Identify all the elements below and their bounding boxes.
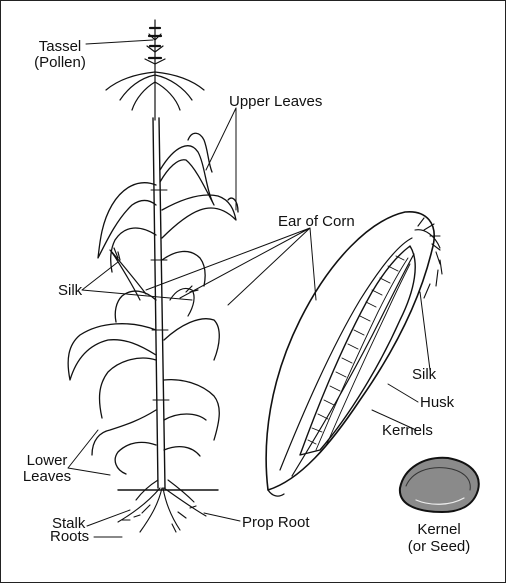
ear-of-corn-drawing	[266, 212, 442, 496]
kernel-drawing	[400, 458, 479, 512]
kernels-label: Kernels	[382, 422, 433, 439]
roots-drawing	[118, 480, 218, 532]
tassel-pollen-label: (Pollen)	[30, 54, 90, 71]
ear-on-plant-drawing	[110, 248, 198, 316]
lower-leaves-label-line1: Lower	[24, 452, 70, 469]
tassel-label: Tassel	[34, 38, 86, 55]
ear-of-corn-label: Ear of Corn	[278, 213, 355, 230]
silk-left-label: Silk	[58, 282, 82, 299]
lower-leaves-drawing	[68, 291, 219, 474]
tassel-drawing	[106, 20, 204, 120]
kernel-label: Kernel	[408, 521, 470, 538]
kernel-or-seed-label: (or Seed)	[396, 538, 482, 555]
leader-lines	[68, 40, 430, 537]
lower-leaves-label-line2: Leaves	[20, 468, 74, 485]
roots-label: Roots	[50, 528, 89, 545]
prop-root-label: Prop Root	[242, 514, 310, 531]
stalk-drawing	[151, 118, 169, 488]
upper-leaves-label: Upper Leaves	[229, 93, 322, 110]
silk-right-label: Silk	[412, 366, 436, 383]
husk-label: Husk	[420, 394, 454, 411]
